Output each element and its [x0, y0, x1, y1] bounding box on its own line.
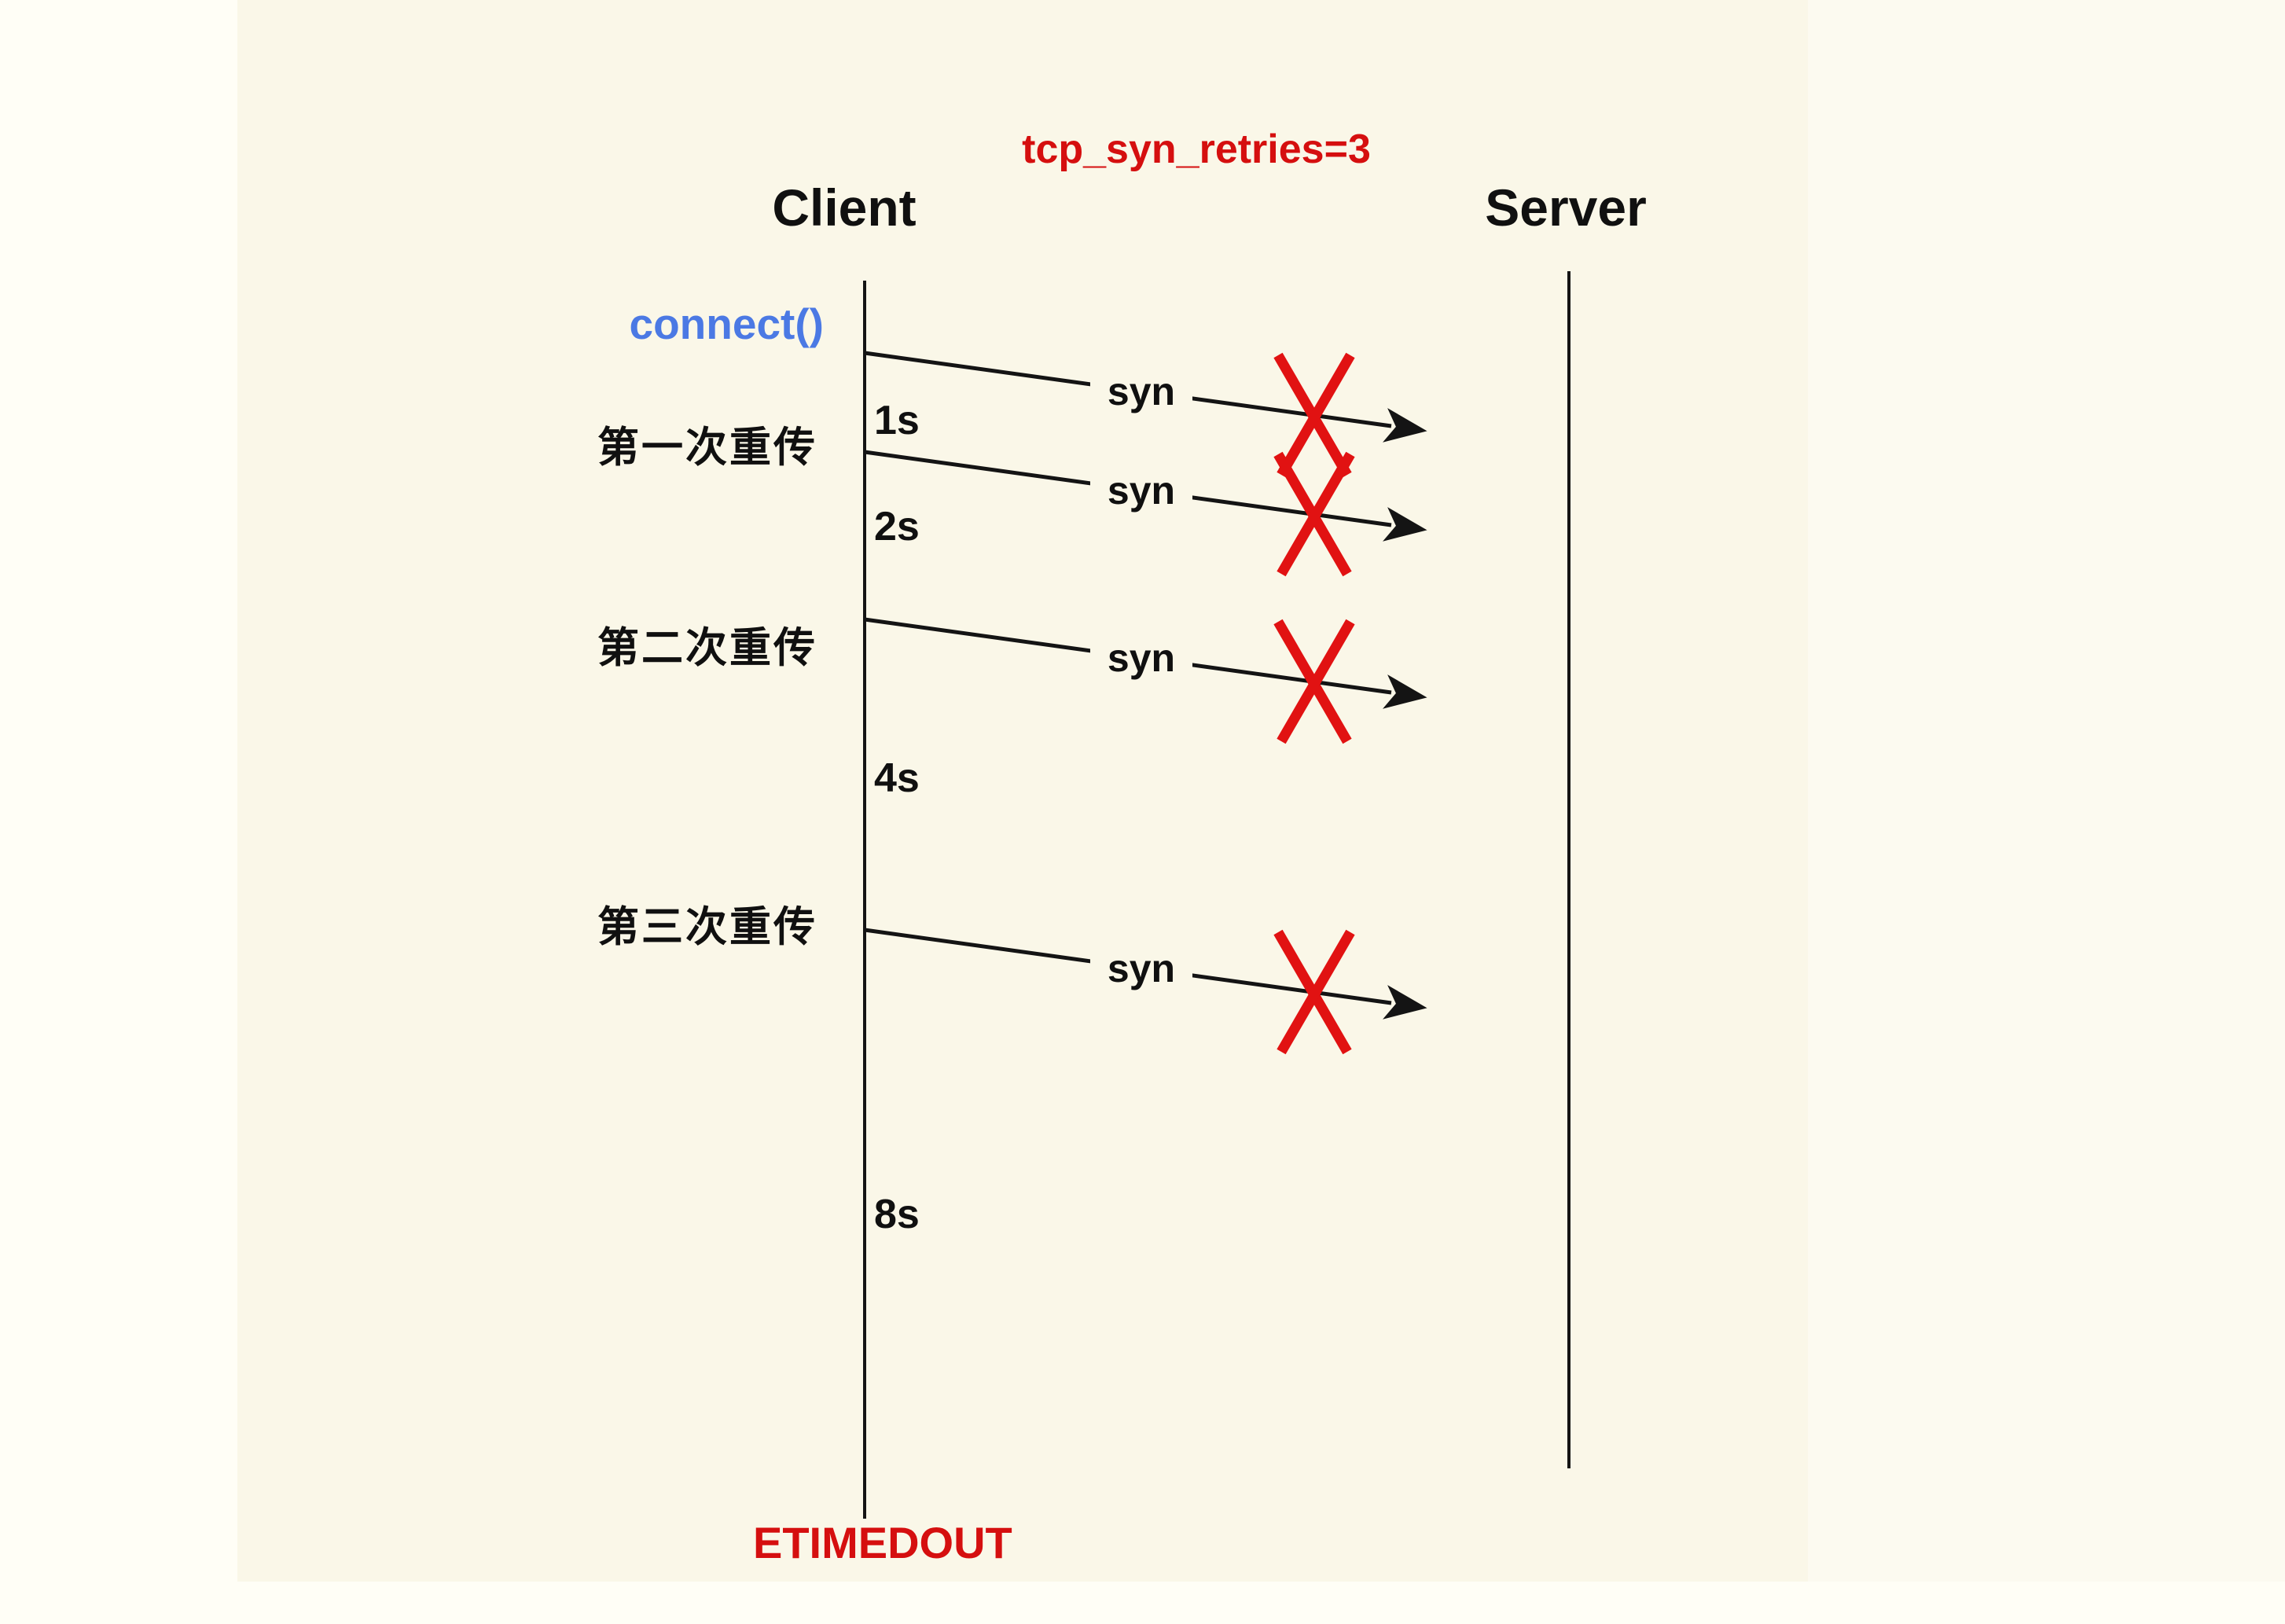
connect-call-label: connect(): [629, 299, 825, 348]
retry-3-label: 第三次重传: [597, 904, 817, 950]
bottom-margin-strip: [237, 1582, 2285, 1624]
server-lifeline: [1567, 271, 1570, 1468]
server-column-title: Server: [1485, 178, 1647, 237]
right-margin-strip: [1808, 0, 2285, 1624]
failed-x-icon-3: [1273, 619, 1355, 744]
syn-message-3-label: syn: [1090, 634, 1192, 682]
timer-8s-label: 8s: [874, 1192, 920, 1237]
timer-4s-label: 4s: [874, 755, 920, 801]
retry-1-label: 第一次重传: [597, 424, 817, 471]
etimedout-label: ETIMEDOUT: [753, 1518, 1012, 1567]
retry-2-label: 第二次重传: [597, 625, 817, 671]
syn-message-1-label: syn: [1090, 368, 1192, 415]
failed-x-icon-1: [1273, 352, 1355, 478]
syn-message-4-label: syn: [1090, 945, 1192, 992]
failed-x-icon-4: [1273, 929, 1355, 1055]
client-lifeline: [863, 281, 866, 1519]
failed-x-icon-2: [1273, 451, 1355, 577]
timer-2s-label: 2s: [874, 504, 920, 549]
client-column-title: Client: [772, 178, 917, 237]
tcp-syn-retries-config-label: tcp_syn_retries=3: [1022, 127, 1371, 172]
timer-1s-label: 1s: [874, 398, 920, 443]
left-margin-strip: [0, 0, 237, 1624]
syn-message-2-label: syn: [1090, 467, 1192, 514]
